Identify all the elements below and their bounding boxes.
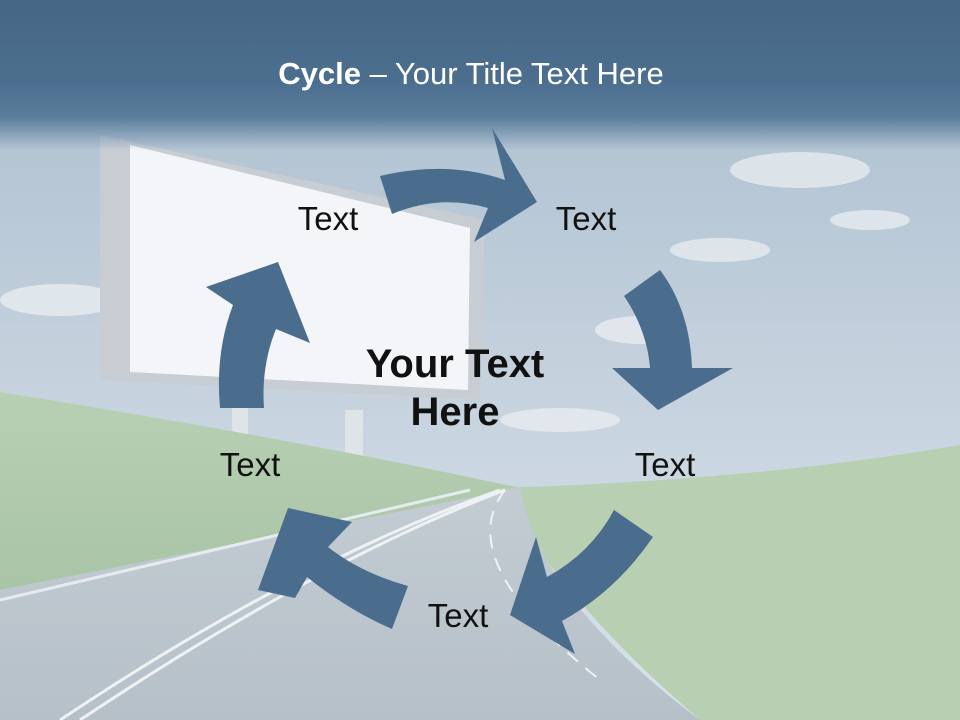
- slide-title: Cycle – Your Title Text Here: [0, 56, 942, 92]
- title-bold: Cycle: [278, 56, 361, 91]
- center-text: Your Text Here: [355, 340, 555, 436]
- cycle-arrow-2: [612, 270, 733, 410]
- cycle-label-3: Text: [634, 446, 696, 483]
- center-text-line-1: Your Text: [365, 342, 545, 386]
- cloud-shapes: [0, 152, 910, 432]
- cycle-label-2: Text: [555, 200, 617, 237]
- cycle-arrow-4: [258, 508, 408, 629]
- cycle-label-4: Text: [427, 597, 489, 634]
- cycle-arrow-3: [510, 510, 653, 654]
- cycle-arrow-5: [206, 262, 310, 408]
- title-bar: [0, 0, 960, 150]
- cycle-arrow-1: [380, 128, 537, 242]
- cycle-label-1: Text: [297, 200, 359, 237]
- center-text-line-2: Here: [410, 390, 500, 434]
- cycle-label-5: Text: [219, 446, 281, 483]
- title-rest: – Your Title Text Here: [361, 56, 664, 91]
